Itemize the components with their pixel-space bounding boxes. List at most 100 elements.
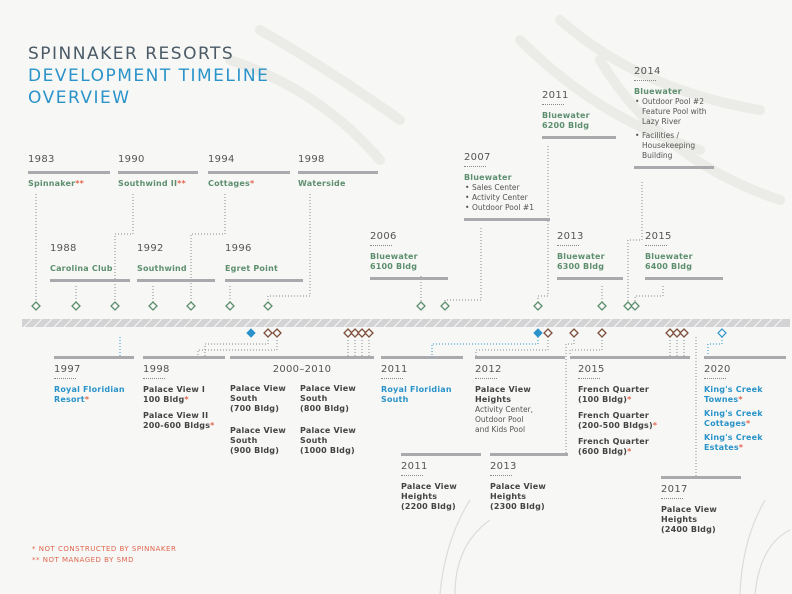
event-dots <box>645 245 667 246</box>
event-year: 1996 <box>225 243 252 254</box>
event-line: (200-500 Bldgs)* <box>578 421 658 430</box>
event-year: 2011 <box>381 364 408 375</box>
event-name: Bluewater <box>542 111 590 120</box>
event-2011-pvh: 2011 Palace View Heights (2200 Bldg) <box>401 453 481 512</box>
event-grid: Palace View South (700 Bldg) Palace View… <box>230 384 374 464</box>
title-line-3: OVERVIEW <box>28 88 131 108</box>
event-name: Royal Floridian <box>381 385 452 394</box>
marker-2015b <box>597 328 607 338</box>
asterisk-mark: * <box>627 395 632 404</box>
event-dots <box>578 378 600 379</box>
event-2006: 2006 Bluewater 6100 Bldg <box>370 231 448 285</box>
event-name: Carolina Club <box>50 264 113 273</box>
event-year: 2007 <box>464 152 491 163</box>
event-bar <box>137 279 215 282</box>
event-items: Sales Center Activity Center Outdoor Poo… <box>464 183 550 213</box>
event-dots <box>542 104 564 105</box>
asterisk-mark: * <box>738 395 743 404</box>
event-dots <box>381 378 403 379</box>
event-dots <box>54 378 76 379</box>
event-year: 2017 <box>661 484 688 495</box>
event-name-2: Resort* <box>54 395 90 404</box>
event-line: (600 Bldg)* <box>578 447 632 456</box>
event-year: 2014 <box>634 66 661 77</box>
event-dots <box>634 80 656 81</box>
event-sub: Activity Center, <box>475 405 534 414</box>
event-dots <box>401 475 423 476</box>
grid-cell: Palace View South (700 Bldg) <box>230 384 286 413</box>
marker-2014 <box>623 301 633 311</box>
event-name-2: 6300 Bldg <box>557 262 605 271</box>
event-dots <box>143 378 165 379</box>
event-line: King's Creek <box>704 385 763 394</box>
event-2020: 2020 King's Creek Townes* King's Creek C… <box>704 356 786 453</box>
grid-cell: Palace View South (900 Bldg) <box>230 426 286 455</box>
background-grass <box>439 499 791 594</box>
event-year: 2011 <box>401 461 428 472</box>
event-line: King's Creek <box>704 409 763 418</box>
event-name: Bluewater <box>370 252 418 261</box>
event-2000-2010: 2000–2010 Palace View South (700 Bldg) P… <box>230 356 374 464</box>
event-1996: 1996 Egret Point <box>225 243 303 287</box>
event-name: Cottages* <box>208 179 255 188</box>
event-list: French Quarter (100 Bldg)* French Quarte… <box>578 385 690 457</box>
event-dots <box>557 245 579 246</box>
event-year: 2013 <box>557 231 584 242</box>
event-1998: 1998 Waterside <box>298 154 378 189</box>
asterisk-mark: * <box>210 421 215 430</box>
marker-2011 <box>533 301 543 311</box>
event-bar <box>570 356 690 359</box>
event-line: (2400 Bldg) <box>661 525 716 534</box>
event-name-2: 6100 Bldg <box>370 262 418 271</box>
event-year: 1983 <box>28 154 55 165</box>
event-sub: and Kids Pool <box>475 425 526 434</box>
event-2015-top: 2015 Bluewater 6400 Bldg <box>645 231 723 285</box>
event-year: 2012 <box>475 364 502 375</box>
marker-1998c <box>272 328 282 338</box>
timeline-axis <box>22 319 790 327</box>
event-bar <box>704 356 786 359</box>
event-bar <box>401 453 481 456</box>
title-line-1: SPINNAKER RESORTS <box>28 44 235 64</box>
event-2007: 2007 Bluewater Sales Center Activity Cen… <box>464 152 550 226</box>
event-2015-bottom: 2015 French Quarter (100 Bldg)* French Q… <box>570 356 690 457</box>
event-dots <box>490 475 512 476</box>
marker-1996 <box>225 301 235 311</box>
event-year: 2015 <box>645 231 672 242</box>
top-connectors <box>35 146 664 303</box>
marker-1997 <box>246 328 256 338</box>
event-dots <box>464 166 486 167</box>
event-1983: 1983 Spinnaker** <box>28 154 110 189</box>
event-line: Townes* <box>704 395 743 404</box>
event-name: Spinnaker** <box>28 179 85 188</box>
marker-1998b <box>263 328 273 338</box>
timeline-axis-hatch <box>23 318 783 328</box>
event-bar <box>464 218 550 221</box>
marker-2020 <box>717 328 727 338</box>
footnote-not-managed: ** NOT MANAGED BY SMD <box>32 556 134 564</box>
event-year: 1990 <box>118 154 145 165</box>
event-line: King's Creek <box>704 433 763 442</box>
event-items: Outdoor Pool #2 Feature Pool with Lazy R… <box>634 97 714 161</box>
event-sub: Outdoor Pool <box>475 415 524 424</box>
bottom-markers-outline-blue <box>717 328 727 338</box>
event-line: 100 Bldg* <box>143 395 189 404</box>
marker-2000d <box>364 328 374 338</box>
event-year: 1994 <box>208 154 235 165</box>
event-dots <box>370 245 392 246</box>
event-item: Activity Center <box>465 193 550 203</box>
marker-1988 <box>71 301 81 311</box>
event-1994: 1994 Cottages* <box>208 154 290 189</box>
event-year: 2006 <box>370 231 397 242</box>
event-1988: 1988 Carolina Club <box>50 243 130 287</box>
event-bar <box>645 277 723 280</box>
asterisk-mark: * <box>84 395 90 404</box>
marker-2007 <box>440 301 450 311</box>
event-line: Heights <box>490 492 527 501</box>
marker-2012 <box>543 328 553 338</box>
event-item: Facilities / Housekeeping Building <box>635 131 714 161</box>
event-year: 2011 <box>542 90 569 101</box>
event-bar <box>298 171 378 174</box>
event-bar <box>542 136 616 139</box>
